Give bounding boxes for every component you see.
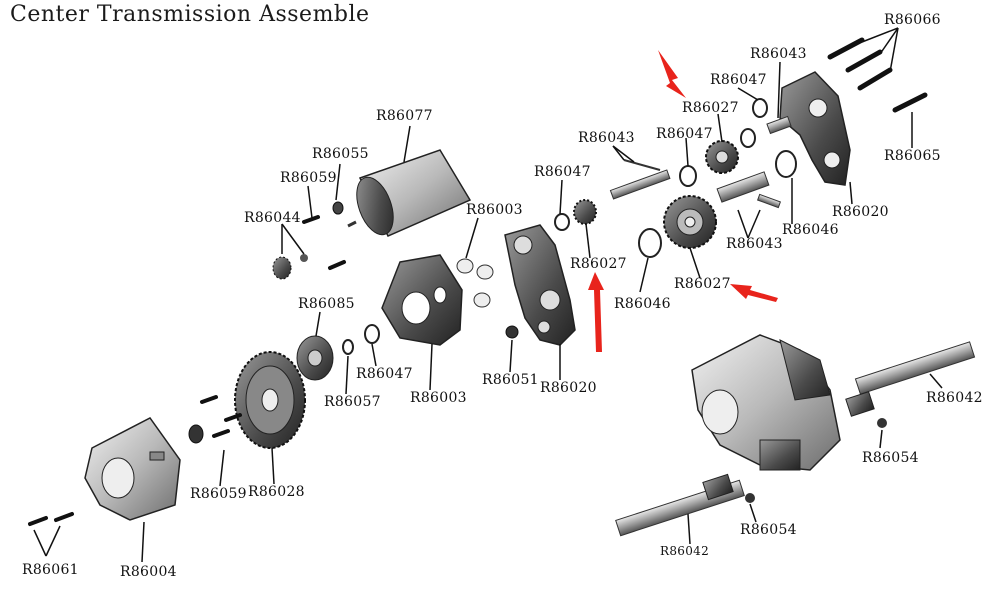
bearings-top — [679, 98, 797, 187]
set-screw-r86054-right — [877, 418, 887, 428]
label-r86057: R86057 — [324, 394, 381, 410]
driveshaft-r86042-right — [845, 341, 976, 417]
label-r86059-top: R86059 — [280, 170, 337, 186]
gear-r86027-top — [705, 140, 739, 174]
gear-r86027-low — [663, 195, 717, 249]
screw-r86065 — [892, 92, 928, 113]
label-r86077: R86077 — [376, 108, 433, 124]
assembled-transmission — [691, 334, 841, 471]
label-r86043-low: R86043 — [726, 236, 783, 252]
label-r86054-bottom: R86054 — [740, 522, 797, 538]
label-r86047-top: R86047 — [710, 72, 767, 88]
screws-r86059-low — [200, 395, 242, 438]
label-r86047-left: R86047 — [534, 164, 591, 180]
label-r86055: R86055 — [312, 146, 369, 162]
motor — [347, 149, 472, 237]
label-r86020-mid: R86020 — [540, 380, 597, 396]
housing-middle — [504, 224, 576, 346]
bushings — [456, 258, 494, 308]
label-r86047-mid: R86047 — [656, 126, 713, 142]
cover-r86004 — [84, 417, 181, 521]
label-r86027-top: R86027 — [682, 100, 739, 116]
label-r86004: R86004 — [120, 564, 177, 580]
label-r86046-right: R86046 — [782, 222, 839, 238]
label-r86051: R86051 — [482, 372, 539, 388]
shaft-r86043-top — [609, 159, 671, 200]
red-arrows — [588, 50, 778, 352]
label-r86003-low: R86003 — [410, 390, 467, 406]
set-screw-r86054-bottom — [745, 493, 755, 503]
label-r86020-right: R86020 — [832, 204, 889, 220]
pinion-gear — [188, 424, 204, 444]
label-r86027-low: R86027 — [674, 276, 731, 292]
label-r86043-top: R86043 — [750, 46, 807, 62]
label-r86003-top: R86003 — [466, 202, 523, 218]
diagram-title: Center Transmission Assemble — [10, 2, 370, 27]
arrow-mid — [588, 272, 604, 352]
small-parts-left — [272, 201, 346, 280]
label-r86085: R86085 — [298, 296, 355, 312]
label-r86054-right: R86054 — [862, 450, 919, 466]
driveshaft-r86042-bottom — [615, 473, 745, 537]
label-r86059-low: R86059 — [190, 486, 247, 502]
label-r86028: R86028 — [248, 484, 305, 500]
motor-plate — [381, 254, 463, 346]
arrow-low — [730, 284, 778, 302]
spur-gear-r86028 — [234, 351, 306, 449]
screws-r86066 — [827, 37, 893, 91]
label-r86046-mid: R86046 — [614, 296, 671, 312]
label-r86061: R86061 — [22, 562, 79, 578]
screws-r86061 — [28, 512, 74, 526]
gear-r86027-mid — [554, 199, 597, 231]
label-r86027-mid: R86027 — [570, 256, 627, 272]
label-r86065: R86065 — [884, 148, 941, 164]
shaft-r86043-mid — [716, 171, 782, 209]
label-r86044: R86044 — [244, 210, 301, 226]
label-r86047-low: R86047 — [356, 366, 413, 382]
label-r86042-right: R86042 — [926, 390, 983, 406]
bearing-r86046-mid — [638, 228, 662, 258]
slipper-r86085 — [296, 324, 380, 381]
leader-lines — [33, 27, 943, 563]
label-r86043-mid: R86043 — [578, 130, 635, 146]
arrow-top — [658, 50, 686, 98]
label-r86066: R86066 — [884, 12, 941, 28]
nut-r86051 — [505, 325, 519, 339]
label-r86042-bottom: R86042 — [660, 544, 710, 558]
